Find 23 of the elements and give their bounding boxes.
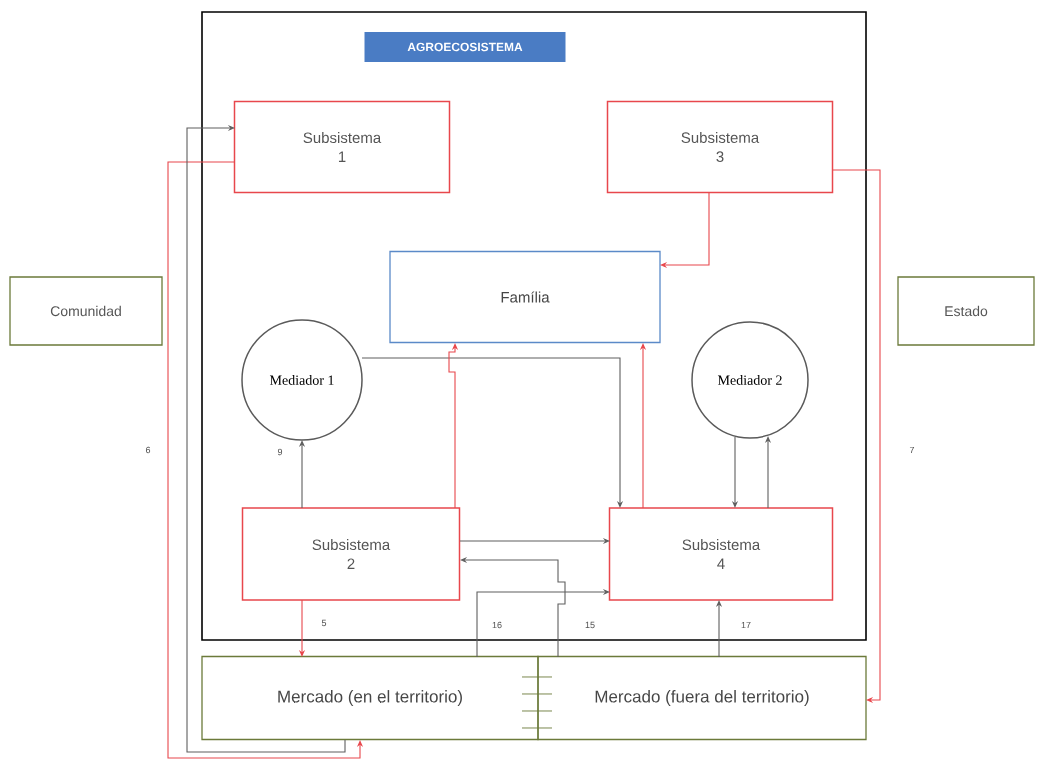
subsystem-box: Subsistema 2: [241, 507, 461, 601]
edge-label: 6: [144, 445, 152, 455]
subsystem-box: Subsistema 3: [606, 100, 834, 194]
frame-box: [201, 11, 867, 641]
edge-label: 17: [740, 620, 752, 630]
subsystem-box: Subsistema 1: [233, 100, 451, 194]
arrow: [476, 588, 610, 658]
actor-box: Comunidad: [9, 276, 163, 346]
actor-box: Estado: [897, 276, 1035, 346]
market-box: Mercado (en el territorio): [201, 655, 539, 741]
arrow: [660, 192, 710, 269]
family-box: Família: [389, 250, 661, 344]
edge-label: 5: [320, 618, 328, 628]
arrow: [361, 357, 624, 508]
market-box: Mercado (fuera del territorio): [537, 655, 867, 741]
edge-label: 15: [584, 620, 596, 630]
edge-label: 9: [276, 447, 284, 457]
edge-label: 7: [908, 445, 916, 455]
edge-label: 16: [491, 620, 503, 630]
subsystem-box: Subsistema 4: [608, 507, 834, 601]
arrow: [186, 124, 346, 753]
arrow: [832, 169, 881, 704]
title-banner: AGROECOSISTEMA: [364, 32, 566, 62]
